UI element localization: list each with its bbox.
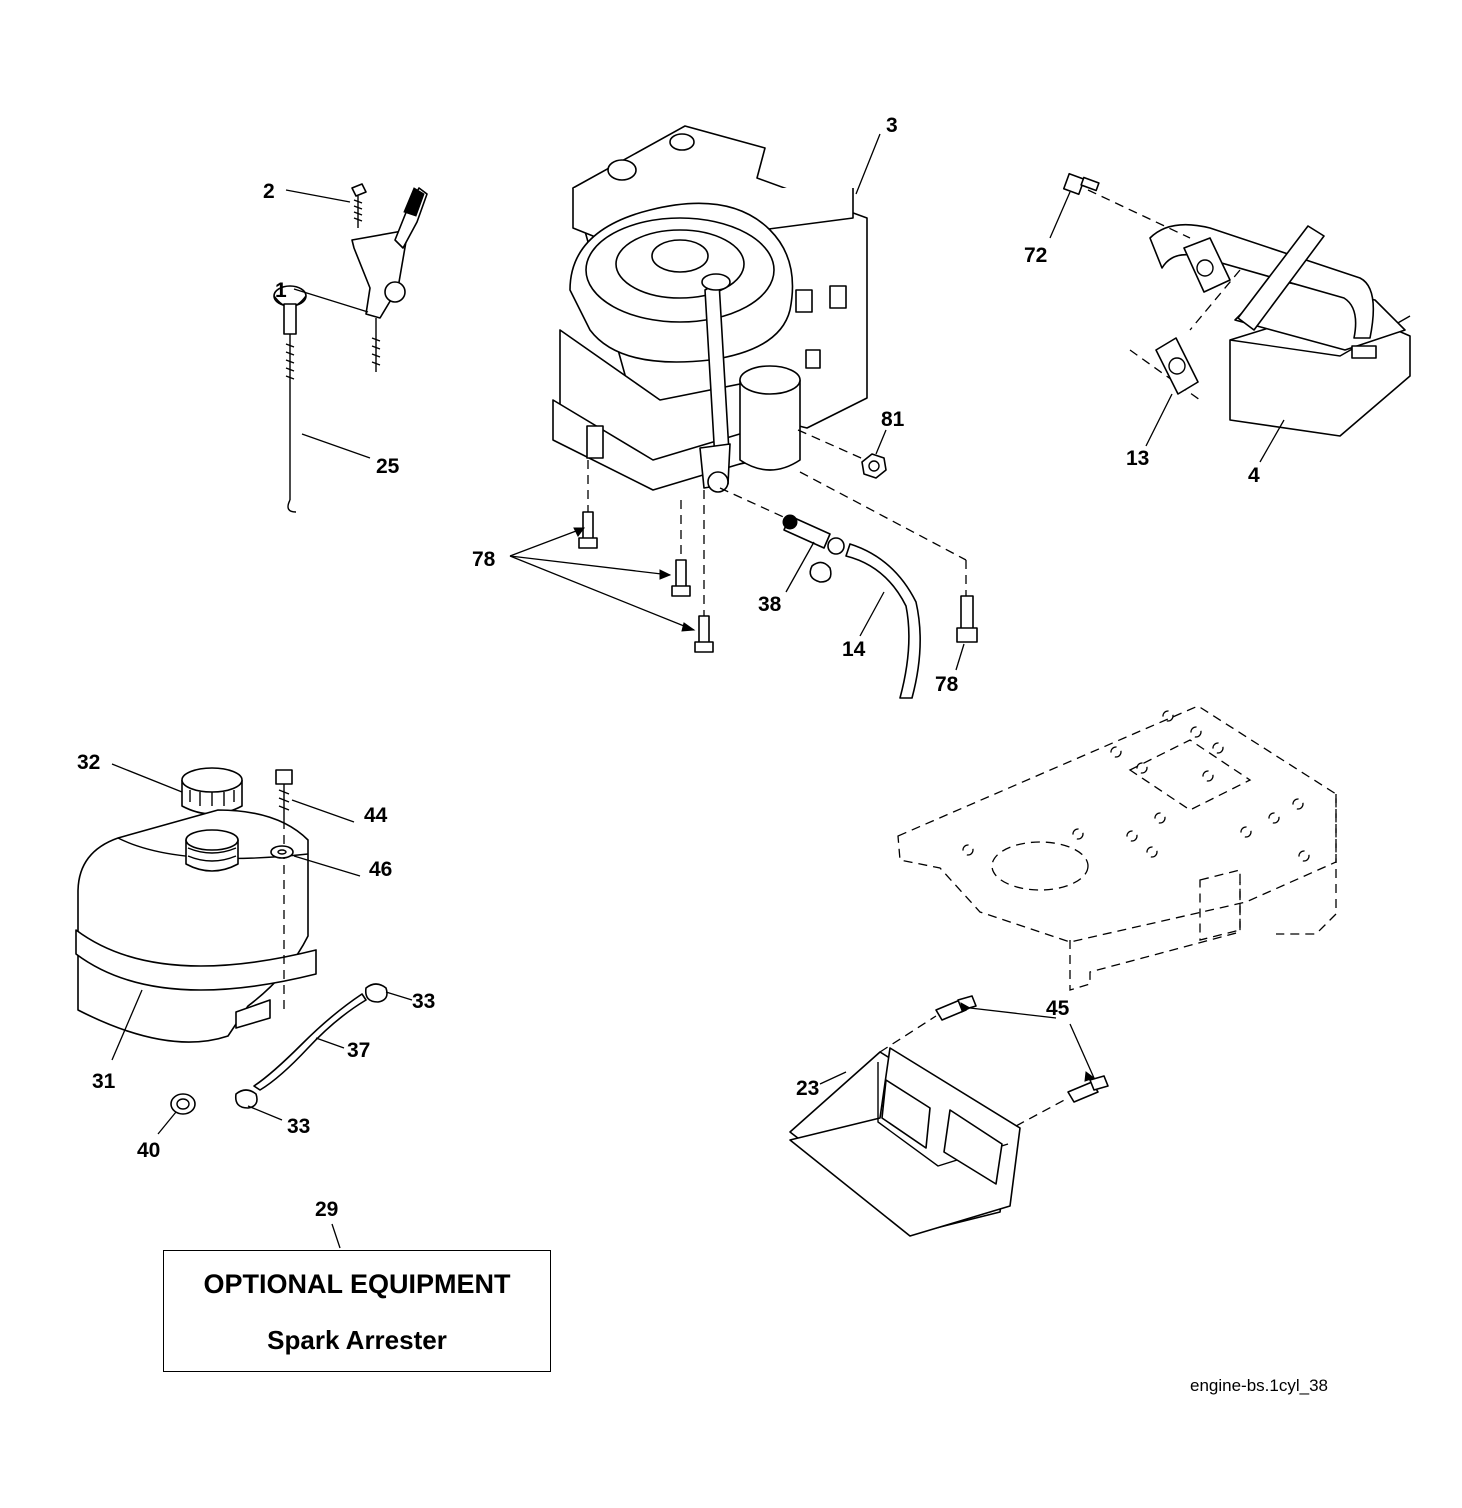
drain-hose xyxy=(845,543,921,699)
callout-81: 81 xyxy=(881,408,905,431)
callout-44: 44 xyxy=(364,804,388,827)
callout-46: 46 xyxy=(369,858,392,881)
callout-40: 40 xyxy=(137,1139,160,1162)
callout-32: 32 xyxy=(77,751,100,774)
callout-78-group: 78 xyxy=(472,548,496,571)
callout-72: 72 xyxy=(1024,244,1047,267)
callout-4: 4 xyxy=(1248,464,1260,487)
bolt-72 xyxy=(1062,172,1100,196)
bolt-78 xyxy=(578,511,978,653)
optional-equipment-box: OPTIONAL EQUIPMENT Spark Arrester xyxy=(163,1250,551,1372)
callout-14: 14 xyxy=(842,638,866,661)
drain-valve xyxy=(719,487,845,583)
callout-labels: 2 1 3 25 78 38 14 78 81 72 13 4 32 44 46… xyxy=(77,114,1260,1221)
screw-44 xyxy=(275,769,293,820)
callout-37: 37 xyxy=(347,1039,370,1062)
frame-dashed xyxy=(897,705,1337,991)
callout-45: 45 xyxy=(1046,997,1070,1020)
heat-shield xyxy=(789,1047,1021,1237)
washer-46 xyxy=(270,845,294,859)
optional-equipment-subtitle: Spark Arrester xyxy=(267,1325,447,1355)
engine xyxy=(552,125,868,493)
fuel-line xyxy=(253,993,367,1091)
hose-clamp xyxy=(234,983,388,1109)
choke-cable xyxy=(273,285,307,513)
callout-38: 38 xyxy=(758,593,782,616)
callout-1: 1 xyxy=(275,279,287,302)
nut-81 xyxy=(861,453,887,479)
callout-31: 31 xyxy=(92,1070,116,1093)
grommet-40 xyxy=(170,1093,196,1115)
callout-78-single: 78 xyxy=(935,673,959,696)
throttle-control xyxy=(351,183,428,372)
fuel-cap xyxy=(181,767,243,815)
callout-23: 23 xyxy=(796,1077,819,1100)
arrowheads xyxy=(573,527,1096,1082)
callout-3: 3 xyxy=(886,114,898,137)
reference-code: engine-bs.1cyl_38 xyxy=(1190,1376,1328,1395)
callout-29: 29 xyxy=(315,1198,338,1221)
leader-lines xyxy=(111,133,1285,1249)
callout-2: 2 xyxy=(263,180,275,203)
muffler-gasket xyxy=(1155,337,1199,395)
fuel-tank xyxy=(75,809,317,1043)
muffler-flange xyxy=(1183,237,1231,293)
optional-equipment-title: OPTIONAL EQUIPMENT xyxy=(203,1269,511,1299)
callout-25: 25 xyxy=(376,455,400,478)
callout-33-bottom: 33 xyxy=(287,1115,310,1138)
callout-13: 13 xyxy=(1126,447,1149,470)
callout-33-top: 33 xyxy=(412,990,435,1013)
